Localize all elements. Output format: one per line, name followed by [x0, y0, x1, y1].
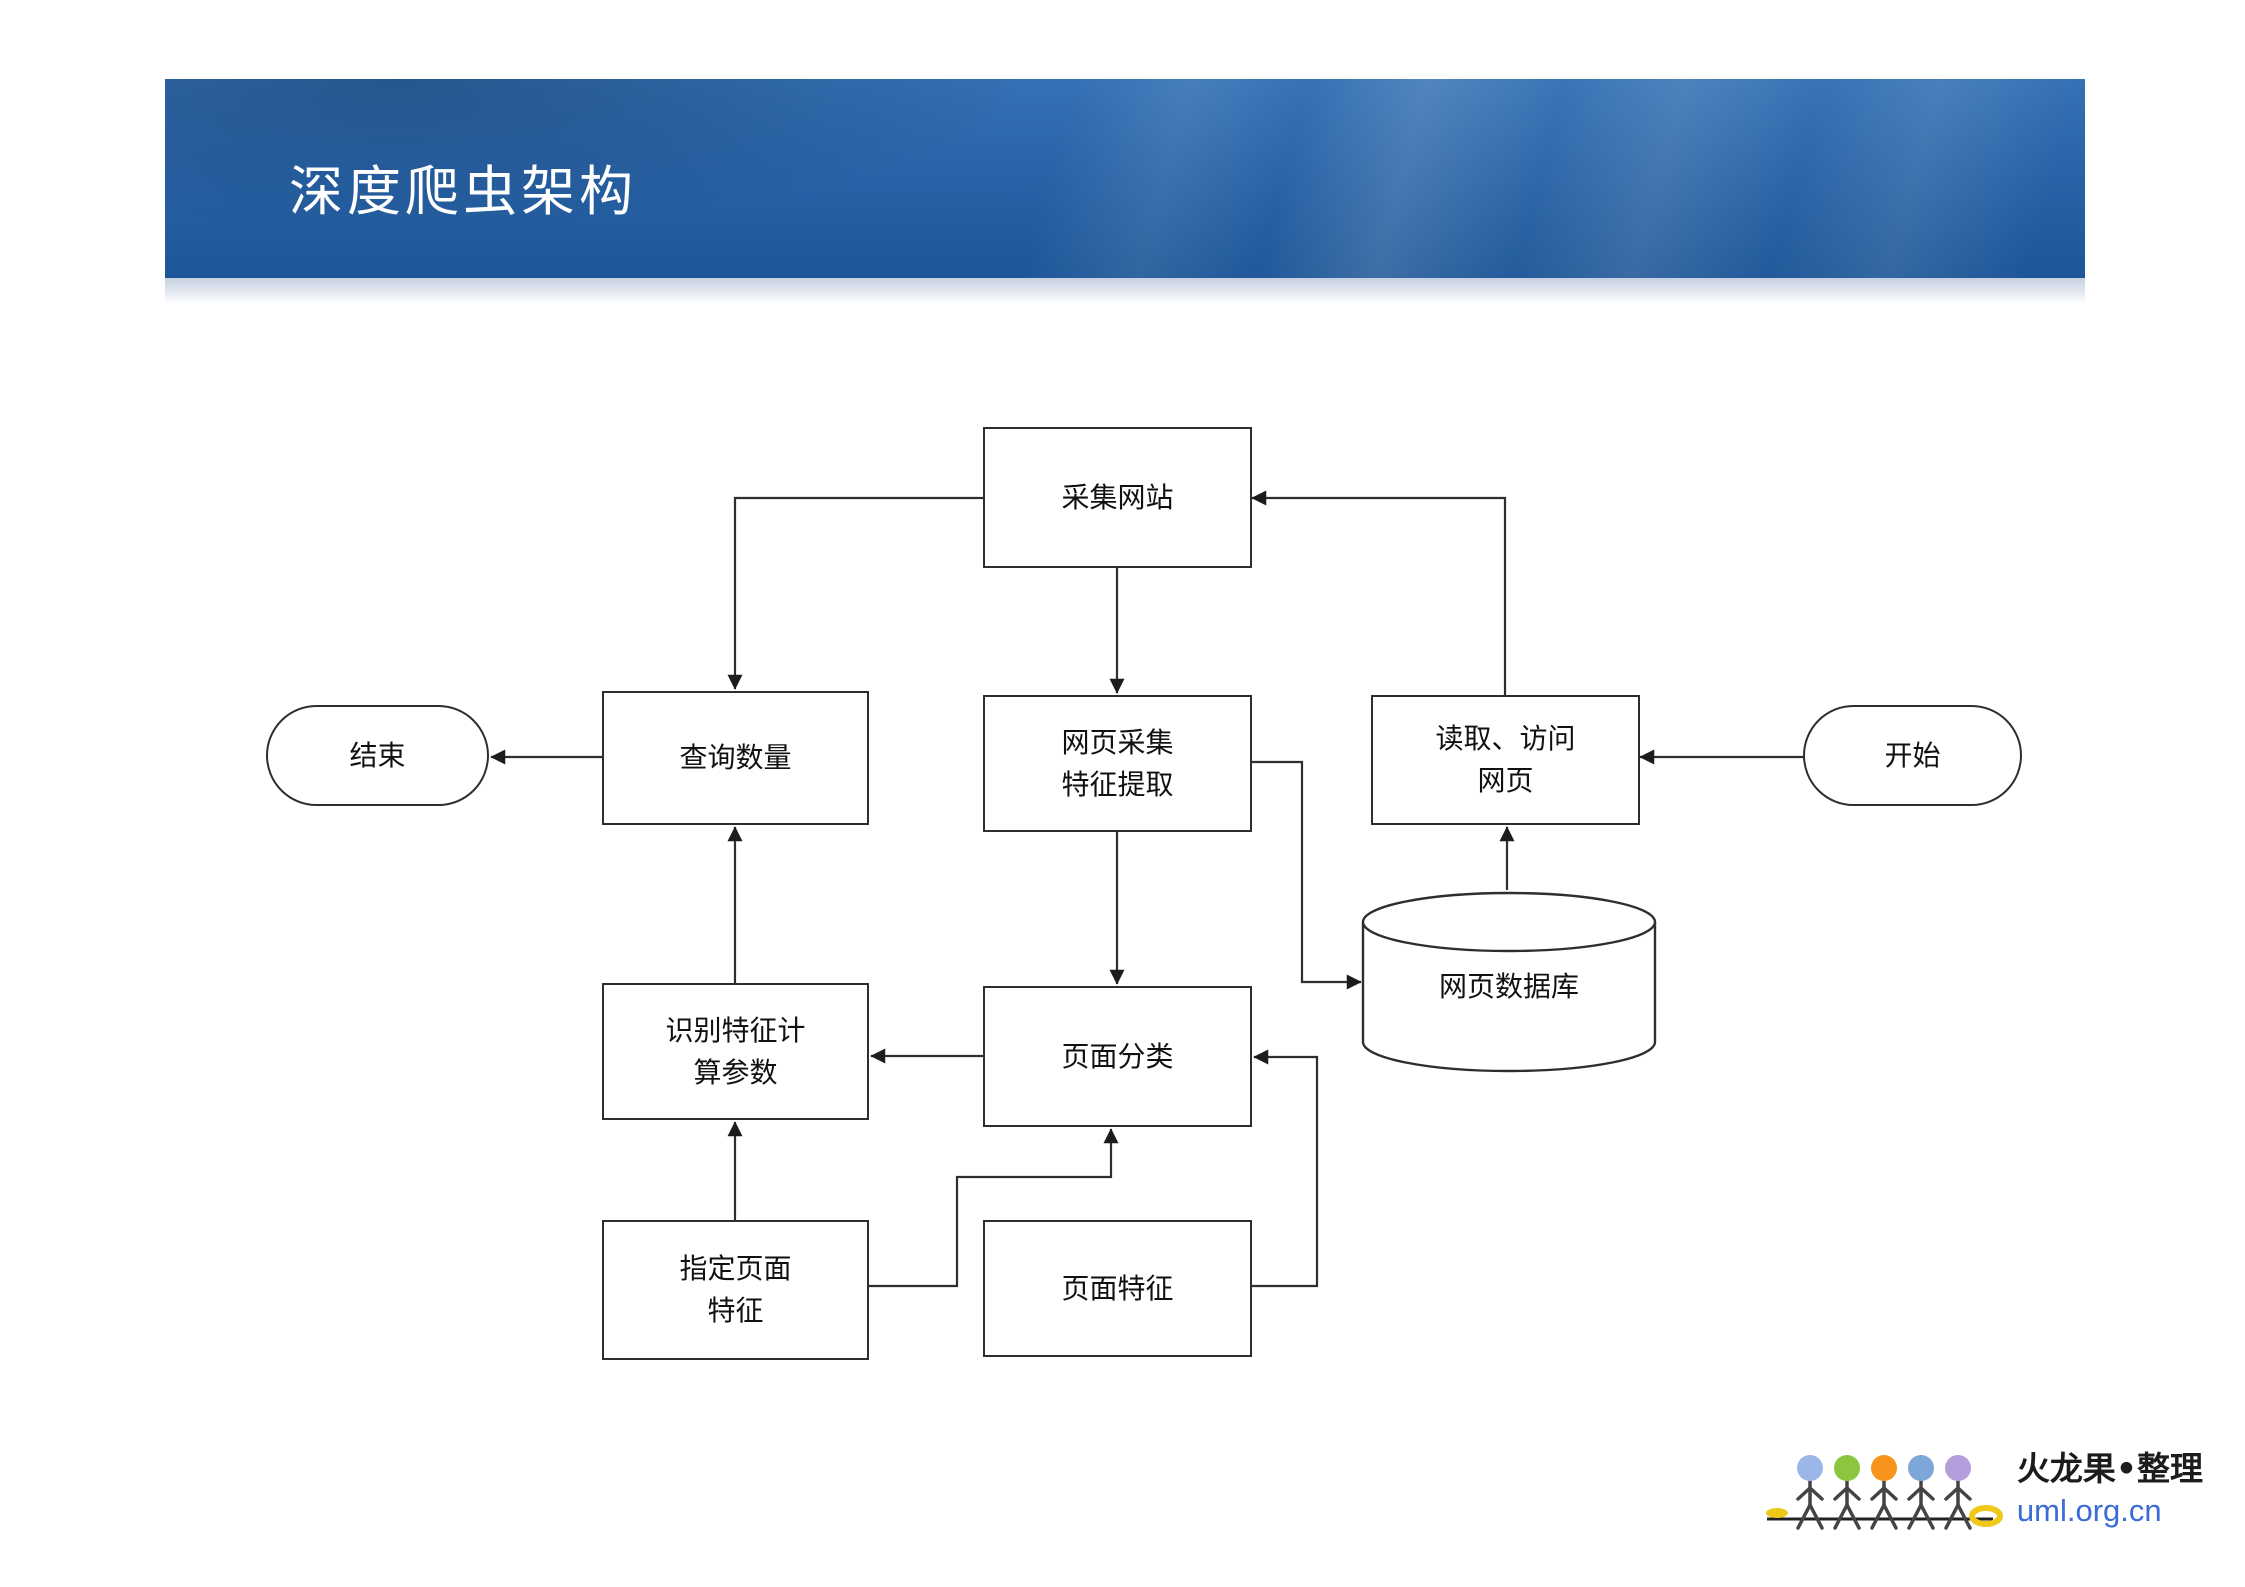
- cylinder-body: [1361, 922, 1657, 1073]
- balloon-head: [1796, 1455, 1823, 1481]
- uml-org-cn-logo: 火龙果•整理 uml.org.cn: [1765, 1431, 2203, 1539]
- stick-figure: [1944, 1455, 1972, 1530]
- stick-figure: [1796, 1455, 1824, 1530]
- node-label: 页面特征: [1061, 1271, 1174, 1305]
- stick-figure: [1833, 1455, 1861, 1530]
- dragon-fruit-icon: [1968, 1505, 2003, 1527]
- node-feature-extract: 网页采集 特征提取: [983, 695, 1252, 832]
- node-page-classify: 页面分类: [983, 986, 1252, 1127]
- balloon-head: [1870, 1455, 1897, 1481]
- logo-text: 火龙果•整理 uml.org.cn: [2017, 1442, 2203, 1529]
- node-label-line1: 指定页面: [679, 1252, 792, 1285]
- node-collect-site: 采集网站: [983, 427, 1252, 568]
- logo-fruit-dash: [1765, 1508, 1788, 1518]
- node-label-line2: 特征: [707, 1294, 764, 1327]
- slide-title: 深度爬虫架构: [289, 160, 637, 223]
- balloon-head: [1833, 1455, 1860, 1481]
- logo-figures-icon: [1765, 1455, 2003, 1530]
- arrow-read-visit-to-collect-site: [1251, 490, 1507, 695]
- node-web-database-cylinder: [1361, 891, 1657, 1073]
- node-read-visit: 读取、访问 网页: [1371, 695, 1640, 825]
- stick-figure: [1870, 1455, 1898, 1530]
- logo-site-link: uml.org.cn: [2016, 1492, 2162, 1528]
- node-recognize-params: 识别特征计 算参数: [602, 983, 869, 1120]
- node-start: 开始: [1803, 705, 2022, 806]
- node-specify-features: 指定页面 特征: [602, 1220, 869, 1360]
- node-web-database: 网页数据库: [1363, 935, 1655, 1035]
- node-label-line1: 读取、访问: [1435, 722, 1576, 755]
- flow-arrows: [490, 490, 1803, 1288]
- stick-figures: [1796, 1455, 1972, 1530]
- arrow-collect-site-to-query-count: [727, 496, 983, 690]
- node-label-line1: 网页采集: [1061, 725, 1174, 759]
- node-label: 查询数量: [679, 741, 792, 774]
- node-page-features: 页面特征: [983, 1220, 1252, 1357]
- node-label-line2: 特征提取: [1061, 767, 1174, 801]
- node-query-count: 查询数量: [602, 691, 869, 825]
- node-label: 采集网站: [1061, 480, 1174, 514]
- balloon-head: [1907, 1455, 1934, 1481]
- node-end: 结束: [266, 705, 489, 806]
- node-label: 网页数据库: [1438, 970, 1579, 1003]
- node-label-line2: 网页: [1477, 764, 1534, 797]
- arrow-specify-features-to-page-classify: [869, 1128, 1119, 1288]
- arrow-page-features-to-page-classify: [1252, 1049, 1319, 1288]
- balloon-head: [1944, 1455, 1971, 1481]
- banner-shadow: [165, 278, 2085, 304]
- logo-brand-text: 火龙果•整理: [2016, 1448, 2203, 1488]
- node-label: 结束: [349, 738, 406, 772]
- node-label-line1: 识别特征计: [665, 1013, 806, 1047]
- node-label-line2: 算参数: [693, 1055, 778, 1089]
- cylinder-top: [1361, 891, 1657, 953]
- node-label: 开始: [1884, 738, 1941, 772]
- stick-figure: [1907, 1455, 1935, 1530]
- arrow-feature-extract-to-db: [1252, 760, 1362, 990]
- node-label: 页面分类: [1061, 1039, 1174, 1073]
- title-banner: 深度爬虫架构: [165, 79, 2085, 278]
